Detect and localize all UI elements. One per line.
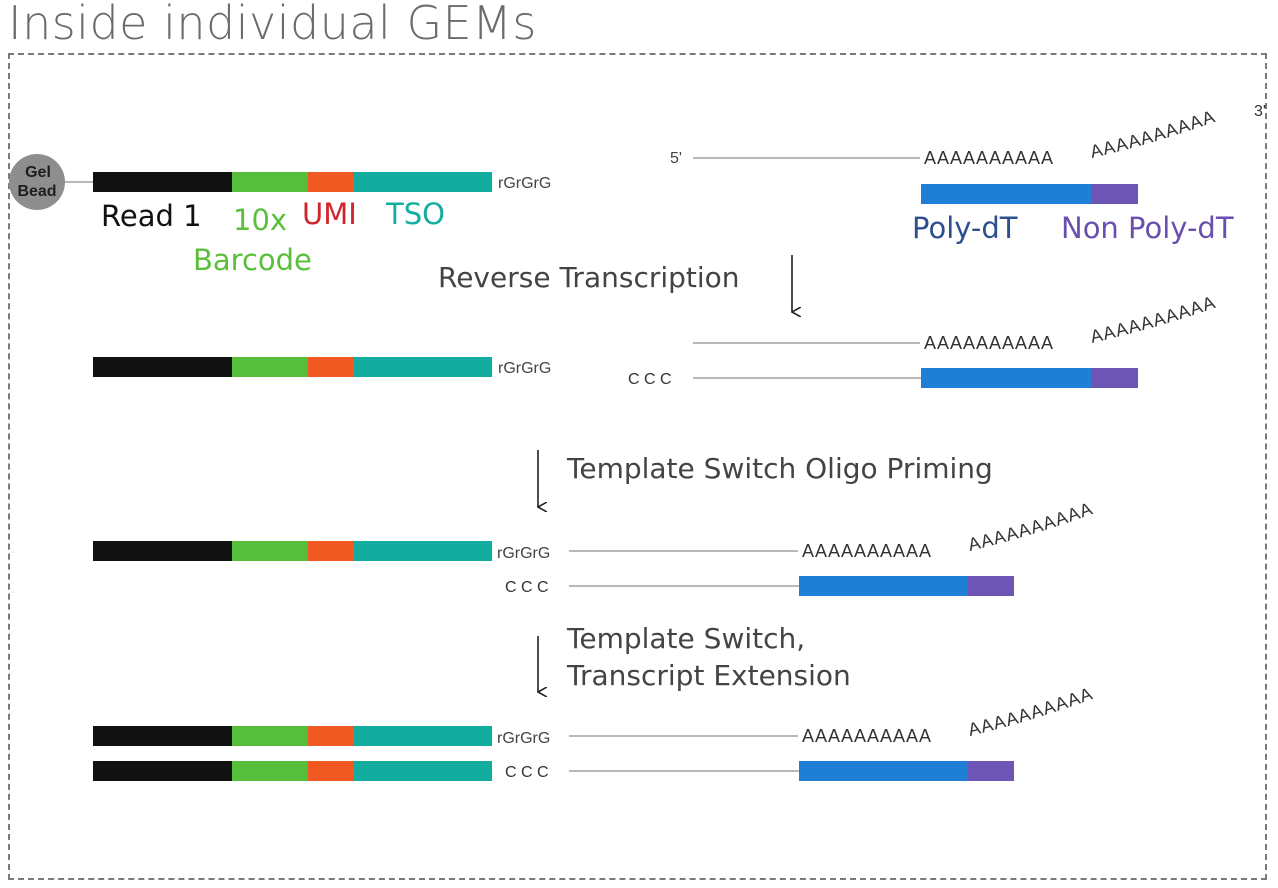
bead-oligo-row4a	[93, 726, 492, 746]
polyA-label: AAAAAAAAAA	[802, 726, 932, 746]
ccc-label: C C C	[505, 764, 549, 781]
barcode-segment	[232, 172, 308, 192]
polyA-tail-path: AAAAAAAAAA	[1088, 106, 1217, 162]
diagram-title: Inside individual GEMs	[8, 0, 537, 50]
bead-oligo-row1	[93, 172, 492, 192]
rgrgrg-label: rGrGrG	[497, 730, 550, 747]
ccc-label: C C C	[505, 579, 549, 596]
barcode-segment	[232, 357, 308, 377]
step-template-switch-line1: Template Switch,	[566, 622, 805, 655]
polydt-segment	[921, 368, 1091, 388]
umi-segment	[308, 357, 354, 377]
nonpolydt-label: Non Poly-dT	[1061, 211, 1234, 245]
polyA-tail-path: AAAAAAAAAA	[1088, 292, 1217, 347]
bead-oligo-row3	[93, 541, 492, 561]
bead-oligo-row4b	[93, 761, 492, 781]
gel-bead-label-line1: Gel	[25, 164, 51, 181]
barcode-label-line1: 10x	[233, 203, 287, 237]
read1-label: Read 1	[101, 199, 202, 233]
read1-segment	[93, 761, 232, 781]
polyA-tail-label: AAAAAAAAAA	[966, 498, 1096, 555]
umi-segment	[308, 761, 354, 781]
read1-segment	[93, 541, 232, 561]
read1-segment	[93, 357, 232, 377]
tso-segment	[354, 726, 492, 746]
polyA-tail-label: AAAAAAAAAA	[1088, 106, 1218, 162]
tso-label: TSO	[385, 197, 445, 231]
polydt-segment	[799, 761, 968, 781]
polyA-tail-label: AAAAAAAAAA	[966, 683, 1096, 740]
umi-segment	[308, 172, 354, 192]
polyA-label: AAAAAAAAAA	[924, 333, 1054, 353]
five-prime-label: 5'	[670, 150, 682, 167]
step-tso-priming: Template Switch Oligo Priming	[566, 452, 993, 485]
tso-segment	[354, 541, 492, 561]
barcode-segment	[232, 761, 308, 781]
gem-frame	[8, 53, 1267, 880]
tso-segment	[354, 761, 492, 781]
polyA-label: AAAAAAAAAA	[802, 541, 932, 561]
barcode-segment	[232, 726, 308, 746]
barcode-label-line2: Barcode	[193, 243, 312, 277]
bead-oligo-row2	[93, 357, 492, 377]
gel-bead-circle	[9, 154, 65, 210]
umi-segment	[308, 541, 354, 561]
gel-bead: Gel Bead	[9, 154, 65, 210]
polydt-label: Poly-dT	[912, 211, 1018, 245]
step-template-switch-line2: Transcript Extension	[566, 659, 851, 692]
nonpolydt-segment	[1091, 184, 1138, 204]
rgrgrg-label: rGrGrG	[497, 545, 550, 562]
nonpolydt-segment	[968, 576, 1014, 596]
barcode-segment	[232, 541, 308, 561]
nonpolydt-segment	[1091, 368, 1138, 388]
read1-segment	[93, 726, 232, 746]
polyA-tail-path: AAAAAAAAAA	[966, 683, 1095, 740]
umi-label: UMI	[302, 197, 357, 231]
gel-bead-label-line2: Bead	[17, 183, 56, 200]
polydt-segment	[921, 184, 1091, 204]
step-reverse-transcription: Reverse Transcription	[438, 261, 740, 294]
three-prime-label: 3'	[1254, 103, 1266, 120]
polydt-segment	[799, 576, 968, 596]
read1-segment	[93, 172, 232, 192]
polyA-tail-label: AAAAAAAAAA	[1088, 292, 1218, 347]
polyA-tail-path: AAAAAAAAAA	[966, 498, 1095, 555]
tso-segment	[354, 172, 492, 192]
tso-segment	[354, 357, 492, 377]
polyA-label: AAAAAAAAAA	[924, 148, 1054, 168]
rgrgrg-label: rGrGrG	[498, 175, 551, 192]
rgrgrg-label: rGrGrG	[498, 360, 551, 377]
nonpolydt-segment	[968, 761, 1014, 781]
ccc-label: C C C	[628, 371, 672, 388]
umi-segment	[308, 726, 354, 746]
